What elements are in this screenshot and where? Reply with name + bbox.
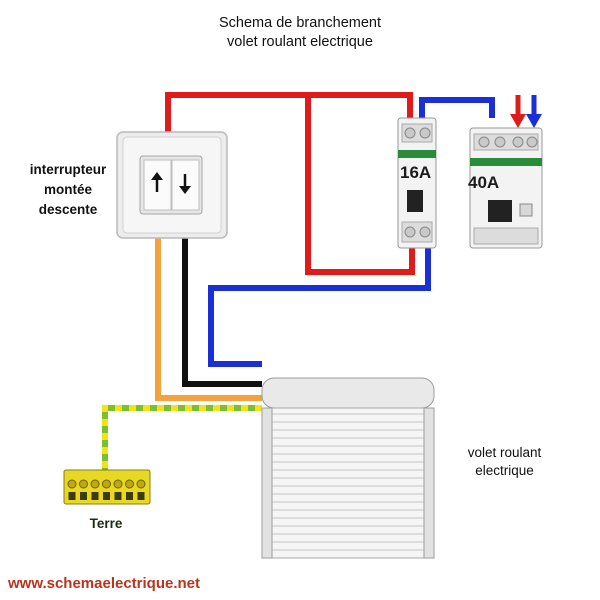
neutral-wire-shutter	[208, 248, 431, 367]
breaker-40a-lever[interactable]	[488, 200, 512, 222]
diagram-title: Schema de branchement volet roulant elec…	[150, 14, 450, 52]
switch-label-line-1: interrupteur	[29, 162, 107, 177]
title-line-2: volet roulant electrique	[227, 34, 373, 50]
phase-wire-loop	[305, 95, 415, 275]
shutter-label-line-2: electrique	[475, 463, 534, 478]
shutter-label: volet roulant electrique	[432, 444, 577, 480]
earth-terminal-block	[63, 469, 151, 505]
switch-label-line-2: montée	[43, 182, 92, 197]
breaker-40a	[469, 127, 543, 249]
breaker-40a-rating: 40A	[468, 173, 500, 192]
breaker-16a-rating: 16A	[400, 163, 432, 182]
switch-wire-orange	[155, 238, 262, 401]
earth-label: Terre	[89, 516, 123, 531]
switch-wire-black	[182, 238, 262, 387]
earth-wire	[102, 405, 262, 470]
rocker-switch	[116, 131, 228, 239]
roller-shutter	[261, 377, 435, 559]
website-link[interactable]: www.schemaelectrique.net	[8, 575, 201, 592]
up-arrow-icon	[151, 172, 163, 192]
incoming-phase-arrow	[510, 95, 526, 128]
incoming-neutral-arrow	[526, 95, 542, 128]
breaker-16a-lever[interactable]	[407, 190, 423, 212]
down-arrow-icon	[179, 174, 191, 194]
neutral-wire-bridge	[419, 97, 495, 118]
phase-wire-switch	[165, 92, 413, 132]
title-line-1: Schema de branchement	[218, 15, 381, 31]
shutter-label-line-1: volet roulant	[467, 445, 542, 460]
switch-label-line-3: descente	[38, 202, 98, 217]
switch-label: interrupteur montée descente	[2, 160, 134, 220]
breaker-16a	[397, 117, 437, 249]
